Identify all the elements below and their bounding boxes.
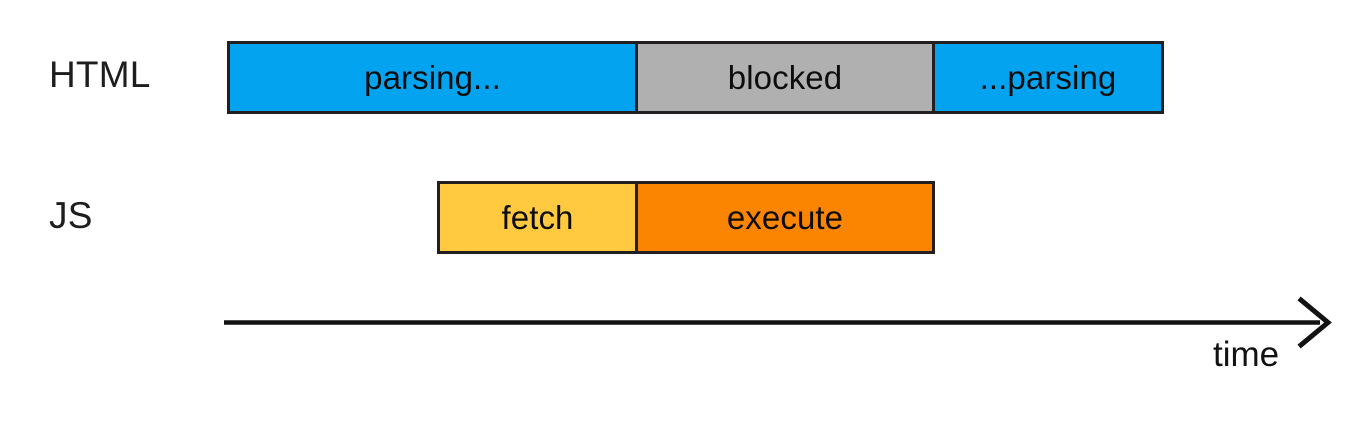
segment-parsing-start[interactable]: parsing...: [227, 41, 638, 114]
timeline-row-js: fetch execute: [437, 181, 935, 254]
segment-parsing-resume[interactable]: ...parsing: [932, 41, 1164, 114]
segment-execute[interactable]: execute: [635, 181, 935, 254]
segment-fetch[interactable]: fetch: [437, 181, 638, 254]
segment-blocked[interactable]: blocked: [635, 41, 935, 114]
timeline-row-html: parsing... blocked ...parsing: [227, 41, 1164, 114]
time-axis-label: time: [1213, 335, 1280, 374]
time-axis-arrow: [224, 296, 1332, 349]
time-axis-arrowhead-icon: [1297, 296, 1332, 349]
row-label-html: HTML: [49, 54, 151, 95]
row-label-js: JS: [49, 195, 93, 236]
